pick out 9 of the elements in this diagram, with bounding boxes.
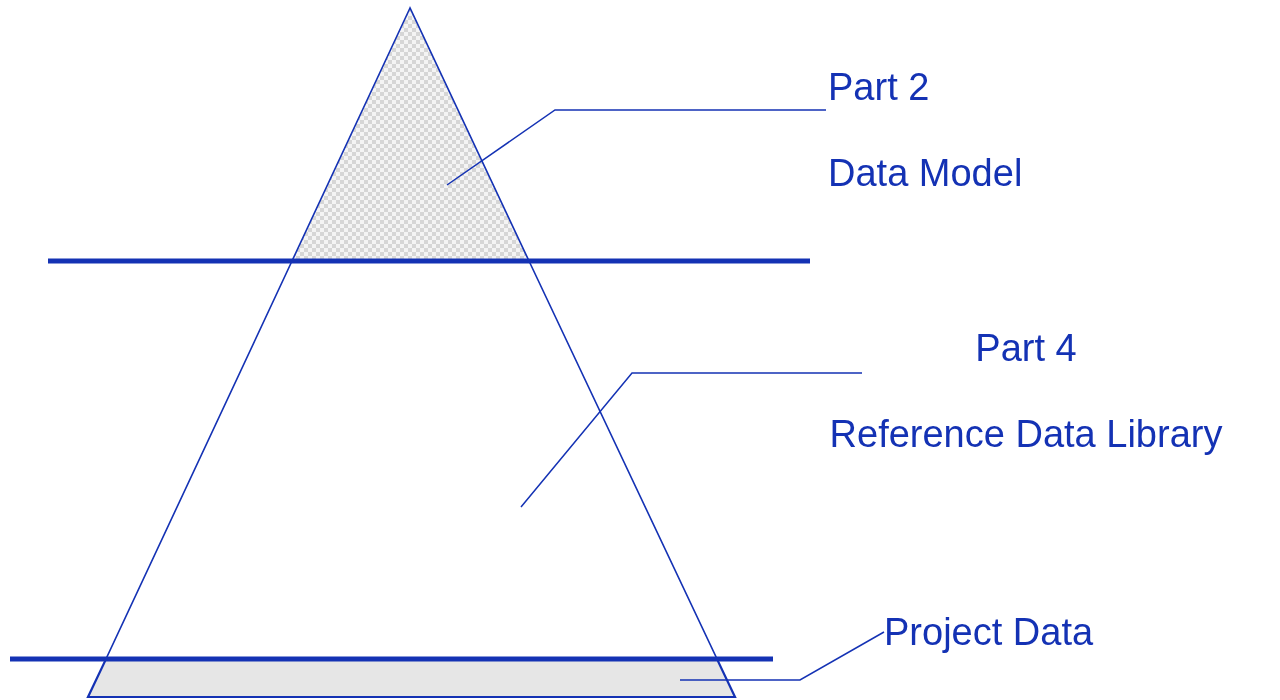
part-title: Part 2: [828, 65, 930, 109]
part-title: Part 4: [975, 326, 1077, 370]
part-label: Reference Data Library: [829, 412, 1223, 456]
checkered-region: [290, 6, 531, 262]
leader-line: [446, 109, 827, 186]
leader-line: [679, 631, 885, 681]
part-label: Data Model: [828, 151, 1023, 195]
part-label: Project Data: [884, 610, 1094, 654]
leader-line: [520, 372, 863, 508]
